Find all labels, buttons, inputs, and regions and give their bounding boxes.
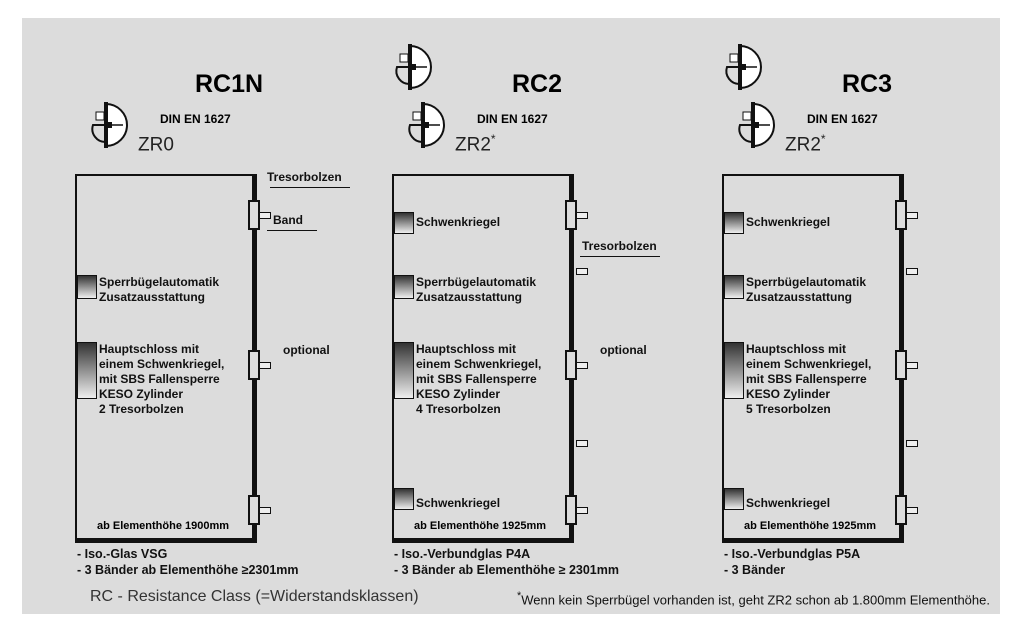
swing-bolt-label: Schwenkriegel	[746, 496, 831, 510]
spec-notes: - Iso.-Glas VSG- 3 Bänder ab Elementhöhe…	[77, 547, 299, 577]
standard-label: DIN EN 1627	[807, 112, 878, 126]
tresorbolzen-icon	[576, 212, 588, 219]
zr-rating: ZR2*	[785, 132, 826, 156]
footnote: *Wenn kein Sperrbügel vorhanden ist, geh…	[517, 590, 990, 608]
class-title: RC3	[842, 70, 893, 98]
legend-text: RC - Resistance Class (=Widerstandsklass…	[90, 588, 419, 605]
cylinder-protection-icon	[387, 42, 433, 97]
swing-bolt-icon	[724, 212, 744, 234]
callout-line	[580, 256, 660, 257]
latch-lock-icon	[724, 275, 744, 299]
tresorbolzen-icon	[906, 268, 918, 275]
zr-rating: ZR0	[138, 134, 174, 156]
standard-label: DIN EN 1627	[160, 112, 231, 126]
swing-bolt-icon	[724, 488, 744, 510]
callout-line	[267, 230, 317, 231]
door-outline	[75, 174, 257, 543]
height-note: ab Elementhöhe 1900mm	[97, 520, 230, 532]
height-note: ab Elementhöhe 1925mm	[744, 520, 877, 532]
tresorbolzen-icon	[906, 440, 918, 447]
tresorbolzen-icon	[906, 212, 918, 219]
optional-label: optional	[600, 343, 647, 357]
tresorbolzen-icon	[906, 507, 918, 514]
latch-lock-icon	[77, 275, 97, 299]
main-lock-icon	[724, 342, 744, 399]
tresorbolzen-icon	[576, 268, 588, 275]
swing-bolt-icon	[394, 212, 414, 234]
tresorbolzen-icon	[259, 507, 271, 514]
tresorbolzen-icon	[576, 507, 588, 514]
band-label: Band	[273, 213, 303, 227]
zr-rating: ZR2*	[455, 132, 496, 156]
tresorbolzen-label: Tresorbolzen	[582, 239, 657, 253]
cylinder-protection-icon	[717, 42, 763, 97]
optional-label: optional	[283, 343, 330, 357]
latch-lock-icon	[394, 275, 414, 299]
swing-bolt-label: Schwenkriegel	[416, 215, 501, 229]
main-lock-icon	[394, 342, 414, 399]
tresorbolzen-icon	[906, 362, 918, 369]
tresorbolzen-icon	[576, 440, 588, 447]
class-title: RC2	[512, 70, 563, 98]
door-outline	[392, 174, 574, 543]
height-note: ab Elementhöhe 1925mm	[414, 520, 547, 532]
cylinder-protection-icon	[730, 100, 776, 155]
cylinder-protection-icon	[400, 100, 446, 155]
callout-line	[270, 187, 350, 188]
main-lock-icon	[77, 342, 97, 399]
class-title: RC1N	[195, 70, 264, 98]
tresorbolzen-label: Tresorbolzen	[267, 170, 342, 184]
spec-notes: - Iso.-Verbundglas P4A- 3 Bänder ab Elem…	[394, 547, 619, 577]
tresorbolzen-icon	[259, 212, 271, 219]
standard-label: DIN EN 1627	[477, 112, 548, 126]
tresorbolzen-icon	[576, 362, 588, 369]
swing-bolt-icon	[394, 488, 414, 510]
tresorbolzen-icon	[259, 362, 271, 369]
swing-bolt-label: Schwenkriegel	[746, 215, 831, 229]
cylinder-protection-icon	[83, 100, 129, 155]
spec-notes: - Iso.-Verbundglas P5A- 3 Bänder	[724, 547, 861, 577]
swing-bolt-label: Schwenkriegel	[416, 496, 501, 510]
